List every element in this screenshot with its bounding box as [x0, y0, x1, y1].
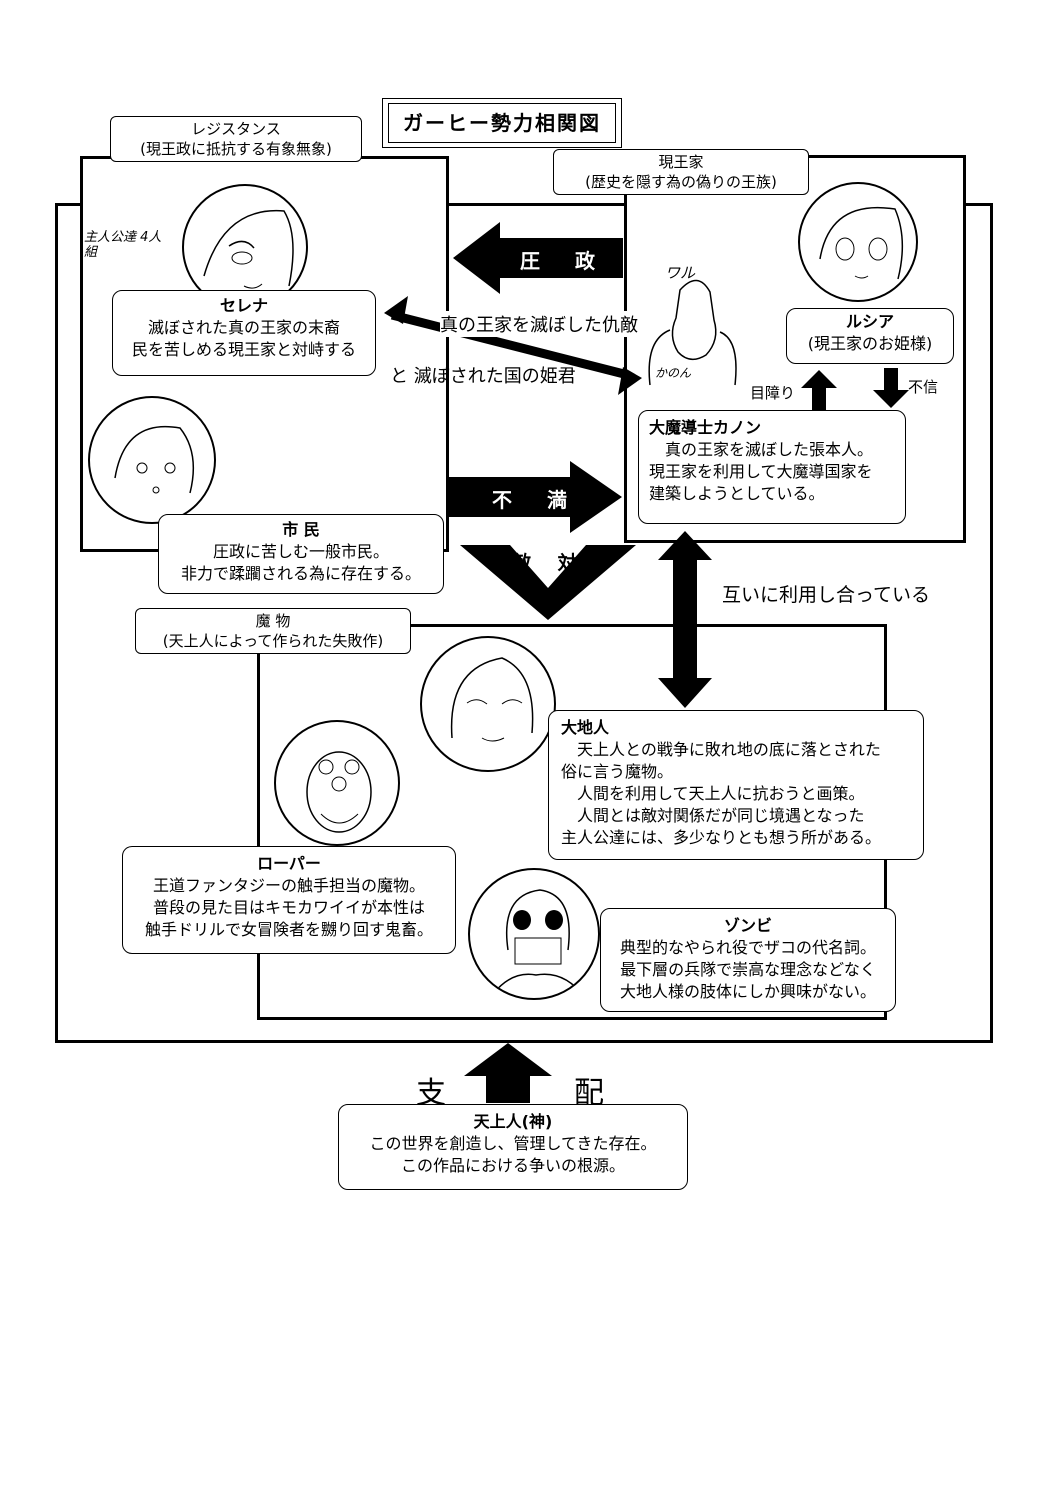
citizen-portrait — [88, 396, 216, 524]
resistance-label: レジスタンス (現王政に抵抗する有象無象) — [110, 116, 362, 162]
distrust-label: 不信 — [908, 378, 939, 396]
zombie-line-3: 大地人様の肢体にしか興味がない。 — [619, 982, 876, 1001]
lucia-sketch-icon — [819, 206, 904, 280]
hostility-label: 敵 対 — [512, 552, 587, 574]
kanon-speech: ワル — [665, 264, 696, 282]
daichi-line-5: 主人公達には、多少なりとも想う所がある。 — [561, 828, 882, 847]
oppression-label: 圧 政 — [520, 249, 609, 273]
mutual-label: 互いに利用し合っている — [722, 584, 931, 606]
kanon-box: 大魔導士カノン 真の王家を滅ぼした張本人。 現王家を利用して大魔導国家を 建築し… — [638, 410, 906, 524]
princess-label: と 滅ぼされた国の姫君 — [390, 366, 576, 387]
daichi-line-1: 天上人との戦争に敗れ地の底に落とされた — [577, 740, 881, 759]
resistance-desc: (現王政に抵抗する有象無象) — [140, 140, 332, 158]
tenjou-line-1: この世界を創造し、管理してきた存在。 — [369, 1134, 657, 1153]
lucia-desc: (現王家のお姫様) — [807, 334, 933, 353]
selena-line-1: 滅ぼされた真の王家の末裔 — [147, 318, 340, 337]
oppression-arrow — [453, 222, 623, 294]
citizens-box: 市 民 圧政に苦しむ一般市民。 非力で蹂躙される為に存在する。 — [158, 514, 444, 594]
lucia-portrait — [798, 182, 918, 302]
kanon-line-2: 現王家を利用して大魔導国家を — [649, 462, 873, 481]
selena-line-2: 民を苦しめる現王家と対峙する — [131, 340, 356, 359]
enemy-line — [390, 310, 630, 380]
citizens-line-1: 圧政に苦しむ一般市民。 — [212, 542, 389, 561]
roper-sketch-icon — [306, 751, 372, 833]
zombie-sketch-icon — [489, 889, 586, 998]
roper-name: ローパー — [257, 854, 321, 873]
tenjou-name: 天上人(神) — [473, 1112, 553, 1131]
enemy-head-left — [384, 296, 408, 324]
lucia-name: ルシア — [845, 312, 894, 331]
tenjou-box: 天上人(神) この世界を創造し、管理してきた存在。 この作品における争いの根源。 — [338, 1104, 688, 1190]
kanon-caption: かのん — [655, 366, 692, 380]
world-frame — [55, 203, 993, 1043]
roper-line-2: 普段の見た目はキモカワイイが本性は — [152, 898, 425, 917]
roper-line-3: 触手ドリルで女冒険者を嬲り回す鬼畜。 — [144, 920, 433, 939]
monster-label: 魔 物 (天上人によって作られた失敗作) — [135, 608, 411, 654]
zombie-line-2: 最下層の兵隊で崇高な理念などなく — [620, 960, 876, 979]
citizens-line-2: 非力で蹂躙される為に存在する。 — [180, 564, 421, 583]
kanon-sketch-icon — [648, 279, 737, 386]
daichi-name: 大地人 — [561, 718, 610, 737]
daichi-box: 大地人 天上人との戦争に敗れ地の底に落とされた 俗に言う魔物。 人間を利用して天… — [548, 710, 924, 860]
kanon-line-3: 建築しようとしている。 — [649, 484, 825, 503]
selena-name: セレナ — [219, 296, 268, 315]
daichi-sketch-icon — [450, 657, 534, 742]
citizens-name: 市 民 — [282, 520, 320, 539]
enemy-head-right — [618, 367, 642, 395]
blinding-arrow — [801, 370, 837, 410]
selena-sketch-icon — [203, 209, 294, 289]
zombie-line-1: 典型的なやられ役でザコの代名詞。 — [619, 938, 876, 957]
daichi-line-2: 俗に言う魔物。 — [561, 762, 674, 781]
zombie-box: ゾンビ 典型的なやられ役でザコの代名詞。 最下層の兵隊で崇高な理念などなく 大地… — [600, 908, 896, 1012]
roper-line-1: 王道ファンタジーの触手担当の魔物。 — [152, 876, 425, 895]
kanon-name: 大魔導士カノン — [649, 418, 762, 437]
lucia-box: ルシア (現王家のお姫様) — [786, 308, 954, 364]
roper-portrait — [274, 720, 400, 846]
enemy-label: 真の王家を滅ぼした仇敵 — [440, 311, 638, 337]
discontent-arrow — [449, 461, 622, 533]
title-frame — [382, 98, 622, 148]
royal-name: 現王家 — [658, 153, 704, 171]
discontent-label: 不 満 — [492, 488, 581, 512]
hostility-v — [460, 545, 636, 620]
royal-label: 現王家 (歴史を隠す為の偽りの王族) — [553, 149, 809, 195]
mutual-double-arrow — [658, 531, 712, 708]
zombie-portrait — [468, 868, 600, 1000]
rule-arrow — [464, 1043, 552, 1103]
resistance-name: レジスタンス — [191, 120, 281, 138]
selena-box: セレナ 滅ぼされた真の王家の末裔 民を苦しめる現王家と対峙する — [112, 290, 376, 376]
kanon-line-1: 真の王家を滅ぼした張本人。 — [665, 440, 874, 459]
blinding-label: 目障り — [750, 384, 796, 402]
tenjou-line-2: この作品における争いの根源。 — [400, 1156, 625, 1175]
roper-box: ローパー 王道ファンタジーの触手担当の魔物。 普段の見た目はキモカワイイが本性は… — [122, 846, 456, 954]
monster-name: 魔 物 — [255, 612, 291, 630]
page-title: ガーヒー勢力相関図 — [388, 103, 616, 143]
citizen-sketch-icon — [114, 425, 195, 494]
daichi-line-4: 人間とは敵対関係だが同じ境遇となった — [577, 806, 865, 825]
protagonists-note: 主人公達 4人組 — [84, 230, 162, 260]
royal-desc: (歴史を隠す為の偽りの王族) — [585, 173, 777, 191]
daichi-portrait — [420, 636, 556, 772]
distrust-arrow — [873, 368, 909, 408]
monster-desc: (天上人によって作られた失敗作) — [162, 632, 384, 650]
daichi-line-3: 人間を利用して天上人に抗おうと画策。 — [577, 784, 865, 803]
zombie-name: ゾンビ — [723, 916, 772, 935]
